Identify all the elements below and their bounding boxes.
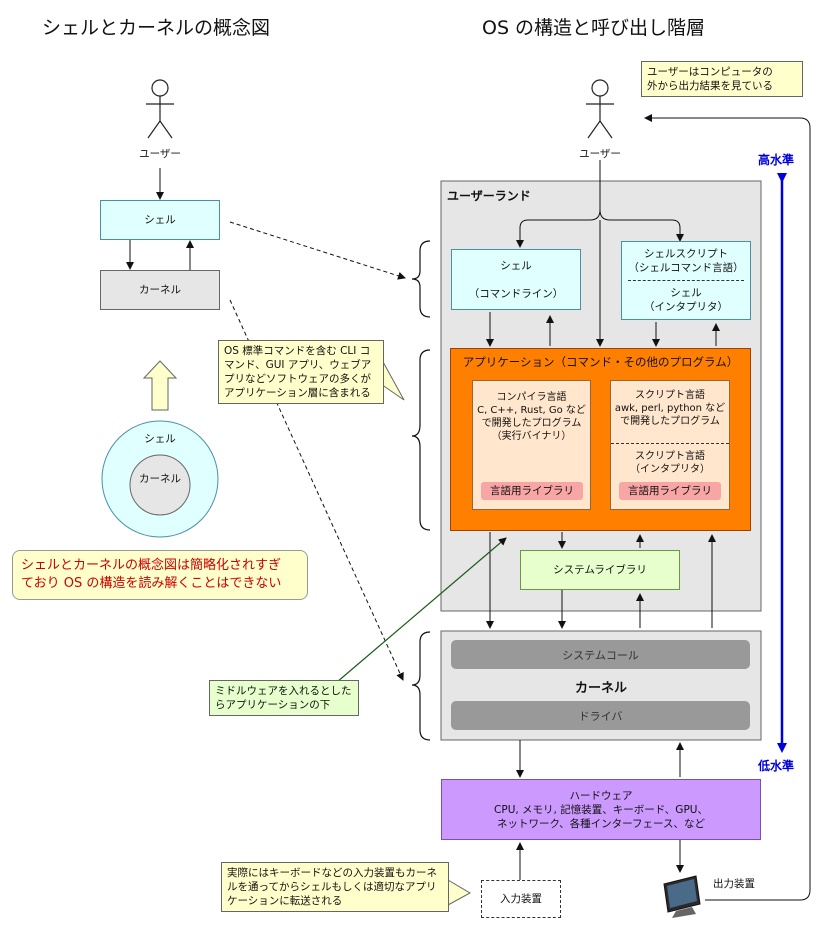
- syslib-label: システムライブラリ: [553, 564, 647, 576]
- syscall-label: システムコール: [562, 648, 639, 662]
- right-shell-box: シェル （コマンドライン）: [451, 249, 581, 310]
- hardware-label: ハードウェア CPU, メモリ, 記憶装置、キーボード、GPU、 ネットワーク、…: [494, 789, 708, 830]
- input-device-box: 入力装置: [481, 880, 561, 918]
- script-lang-top: スクリプト言語 awk, perl, python などで開発したプログラム: [614, 390, 726, 427]
- high-level-label: 高水準: [758, 153, 795, 167]
- script-box: シェルスクリプト （シェルコマンド言語） シェル （インタプリタ）: [621, 241, 751, 320]
- script-lang-bottom: スクリプト言語 （インタプリタ）: [630, 451, 710, 475]
- app-note: OS 標準コマンドを含む CLI コマンド、GUI アプリ、ウェブアプリなどソフ…: [218, 340, 384, 404]
- hardware-box: ハードウェア CPU, メモリ, 記憶装置、キーボード、GPU、 ネットワーク、…: [441, 779, 761, 840]
- monitor-icon: [663, 875, 701, 918]
- circle-inner-label: カーネル: [139, 473, 181, 485]
- compiled-lib: 言語用ライブラリ: [481, 482, 583, 500]
- left-user-label: ユーザー: [139, 148, 181, 160]
- right-title: OS の構造と呼び出し階層: [482, 17, 706, 39]
- syslib-box: システムライブラリ: [520, 550, 680, 590]
- kernel-label: カーネル: [574, 681, 627, 696]
- left-kernel-label: カーネル: [139, 284, 181, 296]
- app-title: アプリケーション（コマンド・その他のプログラム）: [462, 355, 739, 369]
- right-shell-label: シェル （コマンドライン）: [468, 259, 564, 300]
- left-user-figure: [146, 79, 174, 139]
- middleware-note: ミドルウェアを入れるとしたらアプリケーションの下: [209, 680, 359, 716]
- low-level-label: 低水準: [758, 759, 795, 773]
- script-lib: 言語用ライブラリ: [619, 482, 721, 500]
- output-device-label: 出力装置: [713, 878, 755, 890]
- left-shell-box: シェル: [100, 200, 220, 240]
- syscall-bar: システムコール: [451, 640, 750, 669]
- left-title: シェルとカーネルの概念図: [42, 17, 271, 39]
- driver-label: ドライバ: [578, 709, 623, 723]
- left-shell-label: シェル: [144, 214, 176, 226]
- userland-label: ユーザーランド: [447, 189, 531, 203]
- script-lang-box: スクリプト言語 awk, perl, python などで開発したプログラム ス…: [610, 380, 730, 510]
- circle-outer-label: シェル: [144, 433, 176, 445]
- input-device-label: 入力装置: [500, 893, 542, 905]
- script-box-bottom: シェル （インタプリタ）: [644, 287, 728, 313]
- script-box-top: シェルスクリプト （シェルコマンド言語）: [628, 248, 744, 274]
- warning-note: シェルとカーネルの概念図は簡略化されすぎ ており OS の構造を読み解くことはで…: [12, 550, 308, 600]
- kernel-circle: [129, 454, 191, 516]
- driver-bar: ドライバ: [451, 701, 750, 730]
- input-note: 実際にはキーボードなどの入力装置もカーネルを通ってからシェルもしくは適切なアプリ…: [221, 862, 449, 912]
- left-kernel-box: カーネル: [100, 270, 220, 310]
- compiled-box: コンパイラ言語 C, C++, Rust, Go などで開発したプログラム （実…: [472, 380, 591, 510]
- up-arrow-shape: [142, 360, 178, 411]
- compiled-label: コンパイラ言語 C, C++, Rust, Go などで開発したプログラム （実…: [477, 392, 586, 442]
- right-user-figure: [586, 79, 614, 139]
- user-note: ユーザーはコンピュータの 外から出力結果を見ている: [641, 61, 803, 97]
- right-user-label: ユーザー: [579, 148, 621, 160]
